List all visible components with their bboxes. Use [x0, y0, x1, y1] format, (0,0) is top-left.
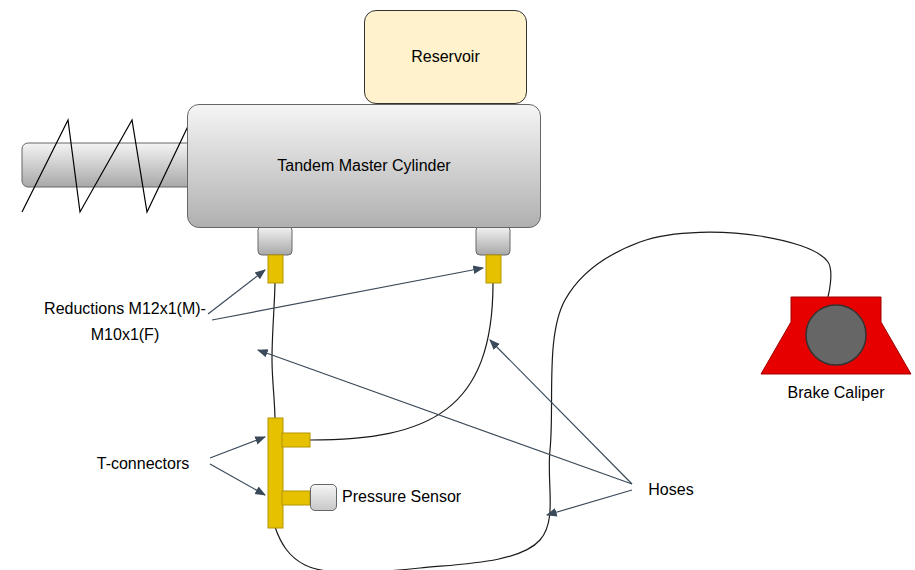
brake-disc [806, 305, 866, 365]
callout-label: Reductions M12x1(M)-M10x1(F) [40, 296, 210, 347]
component-box: Tandem Master Cylinder [187, 104, 541, 228]
component-name: Brake Caliper [758, 383, 914, 402]
component-name: Pressure Sensor [342, 487, 461, 506]
spring [22, 120, 190, 212]
hose [310, 283, 493, 440]
caliper-shape [758, 294, 914, 377]
t-connector [282, 433, 310, 447]
t-connector [282, 491, 310, 505]
push-rod [22, 143, 194, 187]
callout-label: Hoses [636, 477, 706, 503]
component-box: Reservoir [364, 10, 527, 104]
outlet-port [258, 226, 292, 255]
sensor-box: Pressure Sensor [310, 484, 337, 511]
t-connector [268, 418, 283, 528]
reduction [486, 255, 501, 283]
outlet-port [476, 226, 510, 255]
leader-lines [208, 268, 632, 515]
caliper-body [761, 297, 911, 374]
hose [271, 228, 831, 570]
callout-label: T-connectors [78, 451, 208, 477]
reduction [268, 255, 283, 283]
component-name: Tandem Master Cylinder [277, 156, 450, 175]
brake-caliper: Brake Caliper [758, 294, 914, 377]
component-name: Reservoir [411, 47, 479, 66]
